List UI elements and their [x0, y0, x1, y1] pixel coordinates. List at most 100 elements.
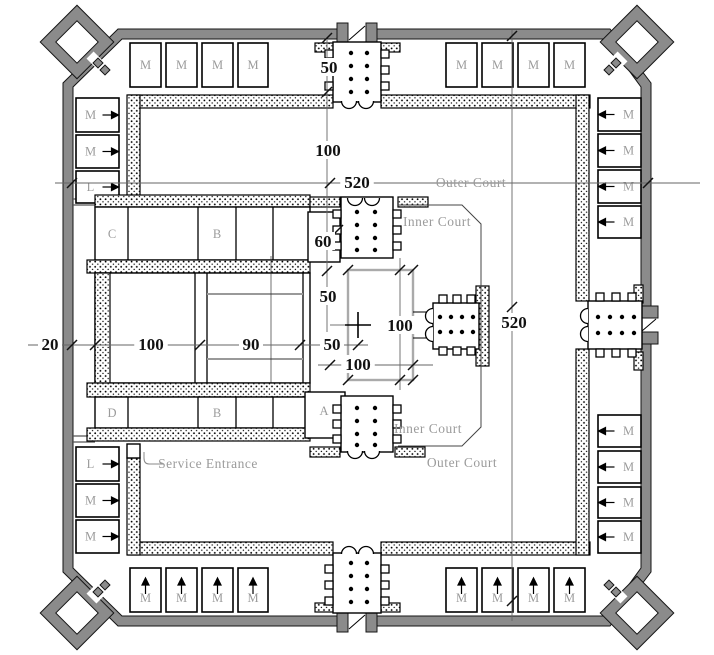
room-label: M: [85, 108, 96, 122]
room-label: M: [623, 496, 634, 510]
room-label: M: [528, 591, 539, 605]
arrow-left-icon: [597, 182, 615, 191]
center-cross: [345, 312, 371, 338]
dimension-label-antechamber: 60: [315, 232, 332, 251]
dimension-label-outer-court-height: 520: [501, 313, 527, 332]
room-top-left-1: M: [165, 42, 198, 88]
dimension-tick: [506, 301, 518, 313]
pilaster: [332, 419, 342, 429]
dimension-tick: [506, 30, 518, 42]
room-label: M: [212, 58, 223, 72]
pilaster: [627, 292, 637, 302]
room-label: M: [492, 58, 503, 72]
room-label-c: C: [108, 227, 116, 241]
gate-steps: [346, 197, 364, 207]
room-top-right-3: M: [553, 42, 586, 88]
room-top-left-3: M: [237, 42, 269, 88]
pilaster: [452, 294, 462, 304]
dimension-tick: [194, 339, 206, 351]
arrow-left-icon: [597, 146, 615, 155]
room-label: M: [85, 494, 96, 508]
dimension-tick: [407, 264, 419, 276]
room-label: M: [85, 145, 96, 159]
room-bottom-right-2: M: [517, 567, 550, 613]
dimension-tick: [324, 177, 336, 189]
room-label: M: [456, 591, 467, 605]
service-entrance-leader: [143, 452, 163, 465]
room-label-d: D: [107, 406, 116, 420]
dimension-label-outer-court-width: 520: [344, 173, 370, 192]
dimension-label-sanctum-width: 100: [138, 335, 164, 354]
south-gate-jamb: [336, 611, 349, 633]
pilaster: [324, 580, 334, 590]
service-entrance-gate: [126, 443, 141, 459]
room-label-a: A: [319, 404, 328, 418]
pilaster: [466, 294, 476, 304]
room-label: M: [492, 591, 503, 605]
north-gate-jamb: [336, 22, 349, 44]
gate-steps: [424, 307, 434, 325]
pilaster: [380, 65, 390, 75]
room-label: M: [140, 58, 151, 72]
arrow-up-icon: [565, 576, 574, 594]
room-top-right-0: M: [445, 42, 478, 88]
arrow-up-icon: [529, 576, 538, 594]
arrow-left-icon: [597, 498, 615, 507]
room-right-lower-1: M: [597, 450, 642, 484]
room-bottom-left-3: M: [237, 567, 269, 613]
dimension-tick: [342, 374, 354, 386]
annex-room-a: [304, 391, 346, 439]
room-top-left-0: M: [129, 42, 162, 88]
gate-steps: [340, 545, 358, 555]
gate-steps: [357, 100, 375, 110]
room-label: L: [87, 180, 95, 194]
east-outer-gate: [587, 300, 643, 350]
room-label: M: [623, 530, 634, 544]
pilaster: [595, 348, 605, 358]
arrow-right-icon: [102, 110, 120, 120]
room-right-lower-3: M: [597, 520, 642, 554]
pilaster: [392, 419, 402, 429]
dimension-tick: [352, 339, 364, 351]
room-right-lower-2: M: [597, 486, 642, 519]
pilaster: [595, 292, 605, 302]
dimension-lines: [28, 30, 700, 621]
room-top-right-2: M: [517, 42, 550, 88]
temple-complex: [86, 194, 433, 442]
pilaster: [324, 596, 334, 606]
room-label: M: [247, 591, 258, 605]
pilaster: [332, 209, 342, 219]
south-gate-jamb: [365, 611, 378, 633]
room-top-left-2: M: [201, 42, 234, 88]
temple-south-row: [94, 396, 311, 429]
room-label: M: [564, 591, 575, 605]
dimension-tick: [321, 86, 333, 98]
pilaster: [332, 404, 342, 414]
gate-steps: [340, 100, 358, 110]
arrow-right-icon: [102, 532, 120, 541]
inner-court-boundary: [398, 204, 482, 447]
dimension-tick: [642, 177, 654, 189]
gate-steps: [579, 325, 589, 343]
east-porch: [432, 302, 480, 350]
south-outer-gate: [332, 552, 382, 614]
bastion-top-right: [599, 4, 675, 80]
south-inner-gate: [340, 395, 394, 453]
dimension-tick: [321, 265, 333, 277]
room-bottom-right-0: M: [445, 567, 478, 613]
dimension-tick: [324, 359, 336, 371]
arrow-left-icon: [597, 532, 615, 542]
north-inner-gate: [340, 196, 394, 259]
pilaster: [380, 580, 390, 590]
arrow-right-icon: [102, 459, 120, 469]
east-gate-jamb: [640, 305, 659, 319]
pilaster: [380, 596, 390, 606]
room-label: M: [212, 591, 223, 605]
room-right-upper-1: M: [597, 133, 642, 168]
dimension-tick: [394, 374, 406, 386]
pilaster: [611, 292, 621, 302]
arrow-up-icon: [248, 576, 258, 594]
room-left-upper-1: M: [75, 134, 120, 169]
arrow-up-icon: [213, 576, 222, 594]
